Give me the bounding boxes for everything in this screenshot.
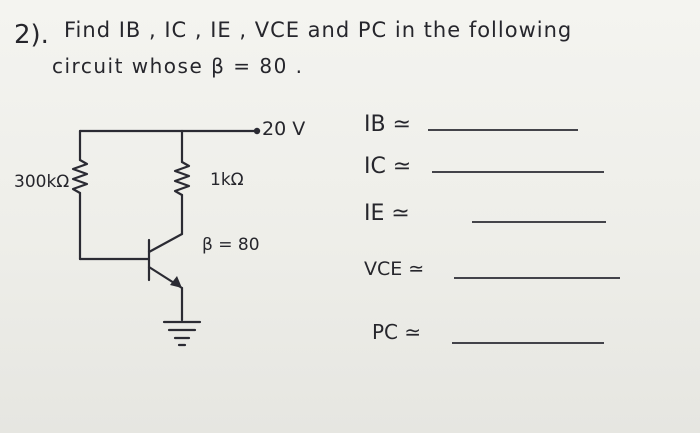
supply-voltage-label: 20 V (262, 118, 306, 140)
base-resistor-label: 300kΩ (14, 172, 70, 192)
answer-label-pc: PC ≃ (372, 320, 422, 344)
question-number: 2). (14, 20, 49, 50)
answer-label-ie: IE ≃ (364, 201, 410, 226)
question-line-1: Find IB , IC , IE , VCE and PC in the fo… (64, 18, 573, 42)
answer-label-vce: VCE ≃ (364, 258, 425, 280)
question-line-2: circuit whose β = 80 . (52, 54, 304, 78)
answer-label-ib: IB ≃ (364, 112, 412, 137)
base-resistor-zigzag (71, 158, 89, 195)
emitter-arrow-icon (170, 276, 182, 288)
supply-terminal-dot (253, 127, 261, 135)
beta-label: β = 80 (202, 235, 260, 255)
transistor-collector-lead (147, 232, 184, 254)
collector-resistor-label: 1kΩ (210, 170, 244, 190)
answer-label-ic: IC ≃ (364, 154, 412, 179)
collector-resistor-zigzag (173, 160, 191, 197)
